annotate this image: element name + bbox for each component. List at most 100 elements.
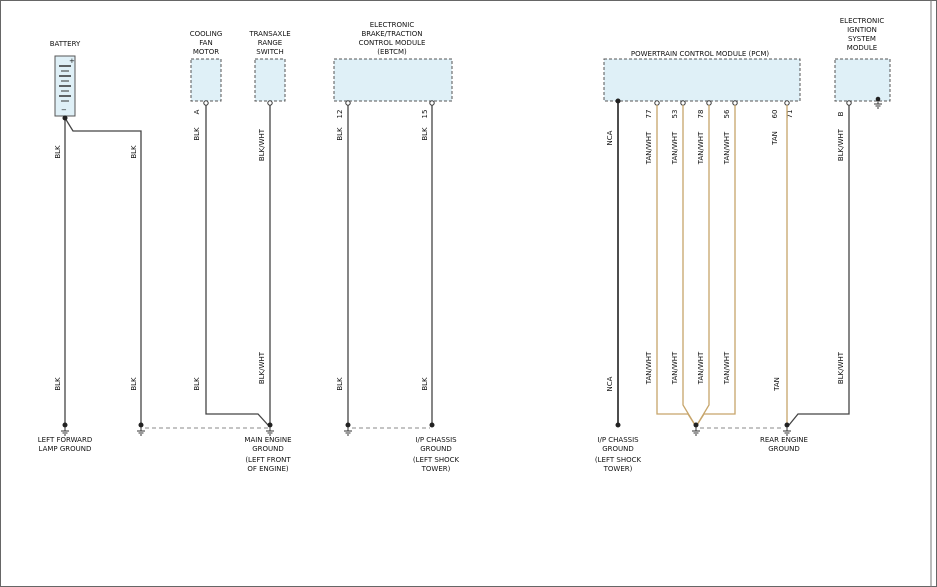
main-engine-label-1: MAIN ENGINE [244,436,291,444]
main-engine-label-3: (LEFT FRONT [245,456,291,464]
pcm-pin-71 [784,100,790,106]
ebtcm-label-3: CONTROL MODULE [359,39,426,47]
main-engine-label-4: OF ENGINE) [247,465,289,473]
ground-symbol-6 [783,427,791,436]
ground-node-2 [138,422,144,428]
wire-trans-blkwht-bottom: BLK/WHT [258,351,266,384]
ground-symbol-1 [61,427,69,436]
wire-trans-blkwht-top: BLK/WHT [258,128,266,161]
ip-chassis-2-label-1: I/P CHASSIS [597,436,639,444]
wire-blk-1-top: BLK [54,145,62,159]
cooling-fan-label-1: COOLING [190,30,223,38]
ip-chassis-1-label-3: (LEFT SHOCK [413,456,460,464]
pcm-box [603,58,801,102]
wire-56-bottom: TAN/WHT [723,351,731,385]
cooling-fan-box [190,58,222,102]
rear-engine-ground-node [784,422,790,428]
ebtcm-pin-15-label: 15 [421,110,429,119]
ip-chassis-2-label-3: (LEFT SHOCK [595,456,642,464]
pcm-pin-77-label: 77 [645,110,653,119]
wire-ign-blkwht-top: BLK/WHT [837,128,845,161]
left-forward-ground-label-1: LEFT FORWARD [38,436,92,444]
wire-78-top: TAN/WHT [697,131,705,165]
wire-nca-bottom: NCA [606,376,614,391]
battery-plus-label: + [69,57,75,65]
wire-ebtcm-b-top: BLK [421,127,429,141]
wire-77-bottom: TAN/WHT [645,351,653,385]
ebtcm-label-4: (EBTCM) [377,48,407,56]
wire-fan-blk-top: BLK [193,127,201,141]
ebtcm-label-1: ELECTRONIC [370,21,415,29]
ground-symbol-4 [344,427,352,436]
pcm-pin-56 [732,100,738,106]
ignition-ground-node [875,96,881,102]
wire-71-bottom: TAN [773,377,781,392]
wire-77-top: TAN/WHT [645,131,653,165]
pcm-pin-nca-label: NCA [606,130,614,145]
battery-wire-2 [64,117,142,425]
left-forward-ground-label-2: LAMP GROUND [39,445,92,453]
wire-blk-1-bottom: BLK [54,377,62,391]
cooling-fan-label-2: FAN [199,39,212,47]
ebtcm-pin-12 [345,100,351,106]
pcm-label: POWERTRAIN CONTROL MODULE (PCM) [631,50,769,58]
main-engine-label-2: GROUND [252,445,284,453]
wire-56-top: TAN/WHT [723,131,731,165]
transaxle-pin [267,100,273,106]
ignition-pin-b [846,100,852,106]
ebtcm-label-2: BRAKE/TRACTION [361,30,422,38]
transaxle-label-1: TRANSAXLE [248,30,290,38]
battery-label: BATTERY [50,40,81,48]
ignition-box [834,58,891,102]
cooling-fan-pin-a: A [193,109,201,114]
transaxle-label-2: RANGE [258,39,282,47]
cooling-fan-label-3: MOTOR [193,48,219,56]
pcm-pin-56-label: 56 [723,109,731,118]
ignition-wire [788,105,850,426]
pcm-pin-71-label: 71 [786,110,794,119]
pcm-pin-77 [654,100,660,106]
ebtcm-ground-node-b [429,422,435,428]
wire-ign-blkwht-bottom: BLK/WHT [837,351,845,384]
ignition-label-1: ELECTRONIC [840,17,885,25]
ebtcm-pin-15 [429,100,435,106]
rear-engine-label-1: REAR ENGINE [760,436,808,444]
left-forward-ground-node [62,422,68,428]
transaxle-label-3: SWITCH [256,48,283,56]
ebtcm-ground-node-a [345,422,351,428]
ebtcm-pin-12-label: 12 [336,110,344,119]
ignition-pin-b-label: B [837,111,845,116]
ignition-label-4: MODULE [847,44,877,52]
wire-53-bottom: TAN/WHT [671,351,679,385]
wire-71-top: TAN [771,131,779,146]
pcm-pin-53-label: 53 [671,110,679,119]
ip-chassis-1-label-1: I/P CHASSIS [415,436,457,444]
wire-78-bottom: TAN/WHT [697,351,705,385]
pcm-pin-53 [680,100,686,106]
ignition-label-3: SYSTEM [848,35,876,43]
ebtcm-box [333,58,453,102]
cooling-fan-pin [203,100,209,106]
ip-chassis-1-label-2: GROUND [420,445,452,453]
cooling-fan-wire [205,105,269,426]
wire-ebtcm-b-bottom: BLK [421,377,429,391]
pcm-pin-78 [706,100,712,106]
main-engine-ground-node [267,422,273,428]
ip-chassis-1-label-4: TOWER) [421,465,451,473]
wire-blk-2-top: BLK [130,145,138,159]
ground-symbol-ign [874,101,882,109]
ground-symbol-2 [137,427,145,436]
tanwht-splice-node [693,422,699,428]
pcm-wire-53 [682,105,696,426]
wire-53-top: TAN/WHT [671,131,679,165]
ground-symbol-3 [266,427,274,436]
pcm-pin-60-label: 60 [771,110,779,119]
battery-splice-node [62,115,68,121]
rear-engine-label-2: GROUND [768,445,800,453]
ip-chassis-2-label-4: TOWER) [603,465,633,473]
transaxle-box [254,58,286,102]
wire-ebtcm-a-top: BLK [336,127,344,141]
ignition-label-2: IGNTION [847,26,877,34]
ip-chassis-2-label-2: GROUND [602,445,634,453]
